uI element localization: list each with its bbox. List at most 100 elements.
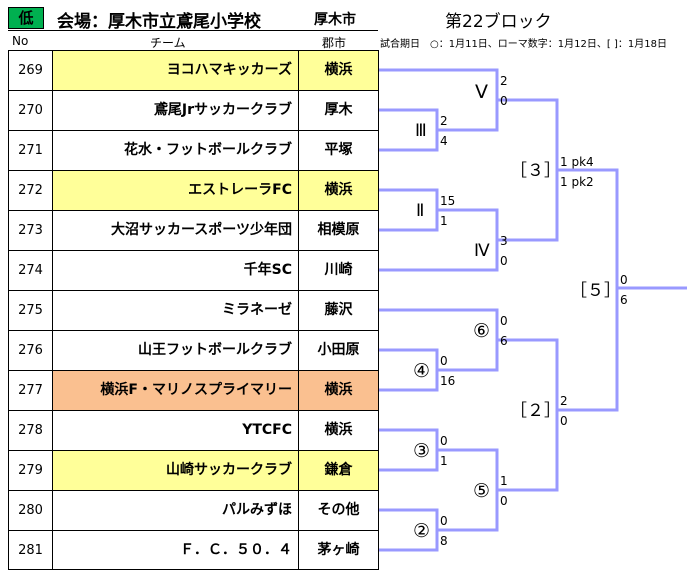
venue-city: 厚木市: [314, 12, 356, 28]
match-label-m4: Ⅳ: [474, 241, 490, 261]
team-name: 千年SC: [53, 251, 299, 290]
table-row: 278 YTCFC 横浜: [9, 411, 378, 451]
score-top-m11: 2: [560, 394, 568, 408]
category-badge: 低: [8, 7, 44, 29]
score-bottom-m6: 16: [440, 374, 455, 388]
match-label-m6: ④: [413, 360, 430, 382]
score-top-m9: 0: [440, 514, 448, 528]
team-name: 横浜F・マリノスプライマリー: [53, 371, 299, 410]
team-city: 相模原: [317, 222, 360, 238]
table-row: 272 エストレーラFC 横浜: [9, 171, 378, 211]
bracket-line-m1: [379, 108, 439, 152]
score-top-m7: 0: [500, 314, 508, 328]
team-number: 280: [9, 491, 53, 530]
column-header-team: チーム: [150, 36, 186, 50]
team-table: 269 ヨコハマキッカーズ 横浜 270 鳶尾Jrサッカークラブ 厚木 271 …: [8, 50, 379, 570]
team-number: 276: [9, 331, 53, 370]
table-row: 279 山崎サッカークラブ 鎌倉: [9, 451, 378, 491]
team-city: 小田原: [317, 342, 360, 358]
team-city: 川崎: [324, 262, 353, 278]
score-top-m3: 15: [440, 194, 455, 208]
match-label-m3: Ⅱ: [416, 201, 424, 221]
team-number: 279: [9, 451, 53, 490]
team-name: 花水・フットボールクラブ: [53, 131, 299, 170]
column-header-city: 郡市: [322, 36, 347, 50]
team-city: 厚木: [324, 102, 353, 118]
score-top-m12: 0: [620, 273, 628, 287]
table-row: 274 千年SC 川崎: [9, 251, 378, 291]
table-row: 269 ヨコハマキッカーズ 横浜: [9, 51, 378, 91]
team-name: 大沼サッカースポーツ少年団: [53, 211, 299, 250]
team-number: 274: [9, 251, 53, 290]
team-name: ミラネーゼ: [53, 291, 299, 330]
match-label-m8: ③: [413, 440, 430, 462]
venue-title: 会場：厚木市立鳶尾小学校: [57, 12, 261, 32]
score-top-m10: 1: [500, 474, 508, 488]
score-bottom-m9: 8: [440, 534, 448, 548]
bracket-lines: [379, 68, 687, 552]
team-number: 275: [9, 291, 53, 330]
team-number: 272: [9, 171, 53, 210]
team-city: その他: [317, 502, 360, 518]
team-name: 山崎サッカークラブ: [53, 451, 299, 490]
table-row: 281 Ｆ．Ｃ．５０．４ 茅ヶ崎: [9, 531, 378, 571]
team-number: 270: [9, 91, 53, 130]
schedule-legend: 試合期日 ○：1月11日、ローマ数字：1月12日、[ ]：1月18日: [380, 39, 667, 50]
team-city: 横浜: [299, 51, 378, 90]
score-top-m2: 2: [500, 74, 508, 88]
team-name: パルみずほ: [53, 491, 299, 530]
bracket-line-m11: [497, 338, 559, 492]
score-top-m5: 1 pk4: [560, 155, 594, 169]
table-row: 280 パルみずほ その他: [9, 491, 378, 531]
team-city: 鎌倉: [299, 451, 378, 490]
team-number: 273: [9, 211, 53, 250]
score-bottom-m10: 0: [500, 494, 508, 508]
team-city: 横浜: [299, 371, 378, 410]
score-bottom-m3: 1: [440, 214, 448, 228]
team-city: 藤沢: [324, 302, 353, 318]
score-top-m1: 2: [440, 114, 448, 128]
score-bottom-m2: 0: [500, 94, 508, 108]
score-top-m8: 0: [440, 434, 448, 448]
team-name: Ｆ．Ｃ．５０．４: [53, 531, 299, 570]
score-top-m6: 0: [440, 354, 448, 368]
match-label-m12: ［５］: [570, 281, 621, 301]
score-bottom-m1: 4: [440, 134, 448, 148]
team-number: 278: [9, 411, 53, 450]
match-label-m11: ［２］: [510, 401, 561, 421]
team-number: 269: [9, 51, 53, 90]
match-label-m2: Ⅴ: [475, 81, 488, 103]
score-bottom-m5: 1 pk2: [560, 175, 594, 189]
table-row: 277 横浜F・マリノスプライマリー 横浜: [9, 371, 378, 411]
score-bottom-m11: 0: [560, 414, 568, 428]
match-label-m5: ［３］: [510, 161, 561, 181]
match-label-m9: ②: [413, 520, 430, 542]
team-name: エストレーラFC: [53, 171, 299, 210]
bracket-line-m12: [557, 168, 619, 412]
table-row: 270 鳶尾Jrサッカークラブ 厚木: [9, 91, 378, 131]
team-name: YTCFC: [53, 411, 299, 450]
column-header-no: No: [12, 34, 29, 48]
title-underline: [8, 30, 378, 31]
team-name: ヨコハマキッカーズ: [53, 51, 299, 90]
team-number: 271: [9, 131, 53, 170]
match-label-m10: ⑤: [473, 480, 490, 502]
match-label-m7: ⑥: [473, 320, 490, 342]
score-top-m4: 3: [500, 234, 508, 248]
team-city: 横浜: [324, 422, 353, 438]
team-number: 281: [9, 531, 53, 570]
table-row: 275 ミラネーゼ 藤沢: [9, 291, 378, 331]
match-label-m1: Ⅲ: [415, 121, 427, 141]
table-row: 276 山王フットボールクラブ 小田原: [9, 331, 378, 371]
score-bottom-m8: 1: [440, 454, 448, 468]
table-row: 271 花水・フットボールクラブ 平塚: [9, 131, 378, 171]
score-bottom-m7: 6: [500, 334, 508, 348]
team-city: 横浜: [299, 171, 378, 210]
team-city: 平塚: [324, 142, 353, 158]
score-bottom-m12: 6: [620, 293, 628, 307]
block-title: 第22ブロック: [445, 12, 552, 32]
team-name: 山王フットボールクラブ: [53, 331, 299, 370]
team-name: 鳶尾Jrサッカークラブ: [53, 91, 299, 130]
team-number: 277: [9, 371, 53, 410]
